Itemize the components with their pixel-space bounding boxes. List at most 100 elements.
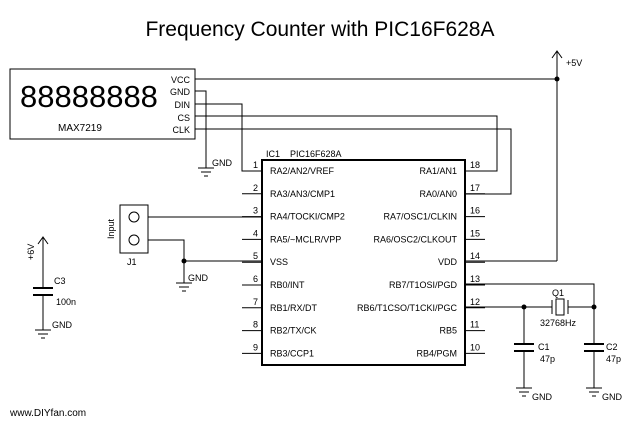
c1-value: 47p (540, 354, 555, 364)
gnd-label-display: GND (212, 158, 233, 168)
pin-number: 4 (253, 228, 258, 238)
gnd-label-c1: GND (532, 392, 553, 402)
input-connector (119, 204, 149, 254)
input-ground-wire (148, 239, 185, 283)
vcc-label: +5V (566, 58, 582, 68)
pin-number: 14 (470, 251, 480, 261)
pin-name: RA2/AN2/VREF (270, 166, 335, 176)
pin-number: 3 (253, 206, 258, 216)
pin-name: RB5 (439, 326, 457, 336)
pin-number: 8 (253, 320, 258, 330)
pin-number: 2 (253, 183, 258, 193)
vcc-arrow (551, 50, 563, 261)
pin-name: RB6/T1CSO/T1CKI/PGC (357, 303, 458, 313)
pin-number: 17 (470, 183, 480, 193)
ground-symbol-display (198, 167, 214, 177)
crystal-q1 (551, 298, 594, 316)
c3-value: 100n (56, 297, 76, 307)
ground-symbol-input (176, 282, 192, 292)
pin-name: RB3/CCP1 (270, 348, 314, 358)
display-pin-din: DIN (175, 100, 191, 110)
pin-name: RA3/AN3/CMP1 (270, 189, 335, 199)
q1-value: 32768Hz (540, 318, 577, 328)
display-pin-gnd: GND (170, 87, 191, 97)
input-pin-1 (128, 211, 140, 223)
gnd-label-c3: GND (52, 320, 73, 330)
display-pin-cs: CS (177, 113, 190, 123)
pin-name: RA4/TOCKI/CMP2 (270, 212, 345, 222)
ground-symbol-c1 (516, 387, 532, 397)
pin-name: RA6/OSC2/CLKOUT (373, 234, 457, 244)
pin-number: 6 (253, 274, 258, 284)
pin-name: RA0/AN0 (419, 189, 457, 199)
pin-name: RB7/T1OSI/PGD (389, 280, 458, 290)
pin-number: 9 (253, 342, 258, 352)
display-pin-vcc: VCC (171, 75, 191, 85)
pin-name: RB2/TX/CK (270, 326, 317, 336)
input-ref: J1 (127, 257, 137, 267)
pin-number: 13 (470, 274, 480, 284)
display-digits: 88888888 (20, 79, 158, 114)
c2-value: 47p (606, 354, 621, 364)
pin-number: 18 (470, 160, 480, 170)
gnd-label-c2: GND (602, 392, 623, 402)
pin-name: VDD (438, 257, 458, 267)
junction-c1 (521, 304, 527, 310)
pin-number: 1 (253, 160, 258, 170)
gnd-label-input: GND (188, 273, 209, 283)
battery-arrow (37, 236, 49, 245)
pin-number: 16 (470, 206, 480, 216)
q1-ref: Q1 (552, 288, 564, 298)
ground-symbol-c2 (586, 387, 602, 397)
ic-ref: IC1 (266, 149, 280, 159)
ic-part: PIC16F628A (290, 149, 342, 159)
osc-wire-pgd (465, 283, 595, 343)
ground-symbol-c3 (35, 329, 51, 339)
pin-number: 5 (253, 251, 258, 261)
junction-vcc (554, 76, 560, 82)
c2-ref: C2 (606, 342, 618, 352)
battery-label: +6V (26, 244, 36, 260)
pin-name: RA7/OSC1/CLKIN (383, 212, 457, 222)
pin-name: RB0/INT (270, 280, 305, 290)
pin-number: 12 (470, 297, 480, 307)
pin-name: RB1/RX/DT (270, 303, 318, 313)
pin-name: RB4/PGM (416, 348, 457, 358)
input-pin-2 (128, 234, 140, 246)
website-label: www.DIYfan.com (9, 408, 86, 419)
pin-name: VSS (270, 257, 288, 267)
pin-name: RA1/AN1 (419, 166, 457, 176)
display-pin-clk: CLK (172, 125, 190, 135)
pin-number: 7 (253, 297, 258, 307)
pin-number: 11 (470, 320, 479, 330)
c1-ref: C1 (538, 342, 550, 352)
pin-number: 15 (470, 228, 480, 238)
pin-name: RA5/~MCLR/VPP (270, 234, 341, 244)
display-wires (195, 78, 557, 195)
c3-ref: C3 (54, 276, 66, 286)
page-title: Frequency Counter with PIC16F628A (145, 18, 494, 41)
pin-number: 10 (470, 342, 480, 352)
input-label: Input (106, 218, 116, 239)
